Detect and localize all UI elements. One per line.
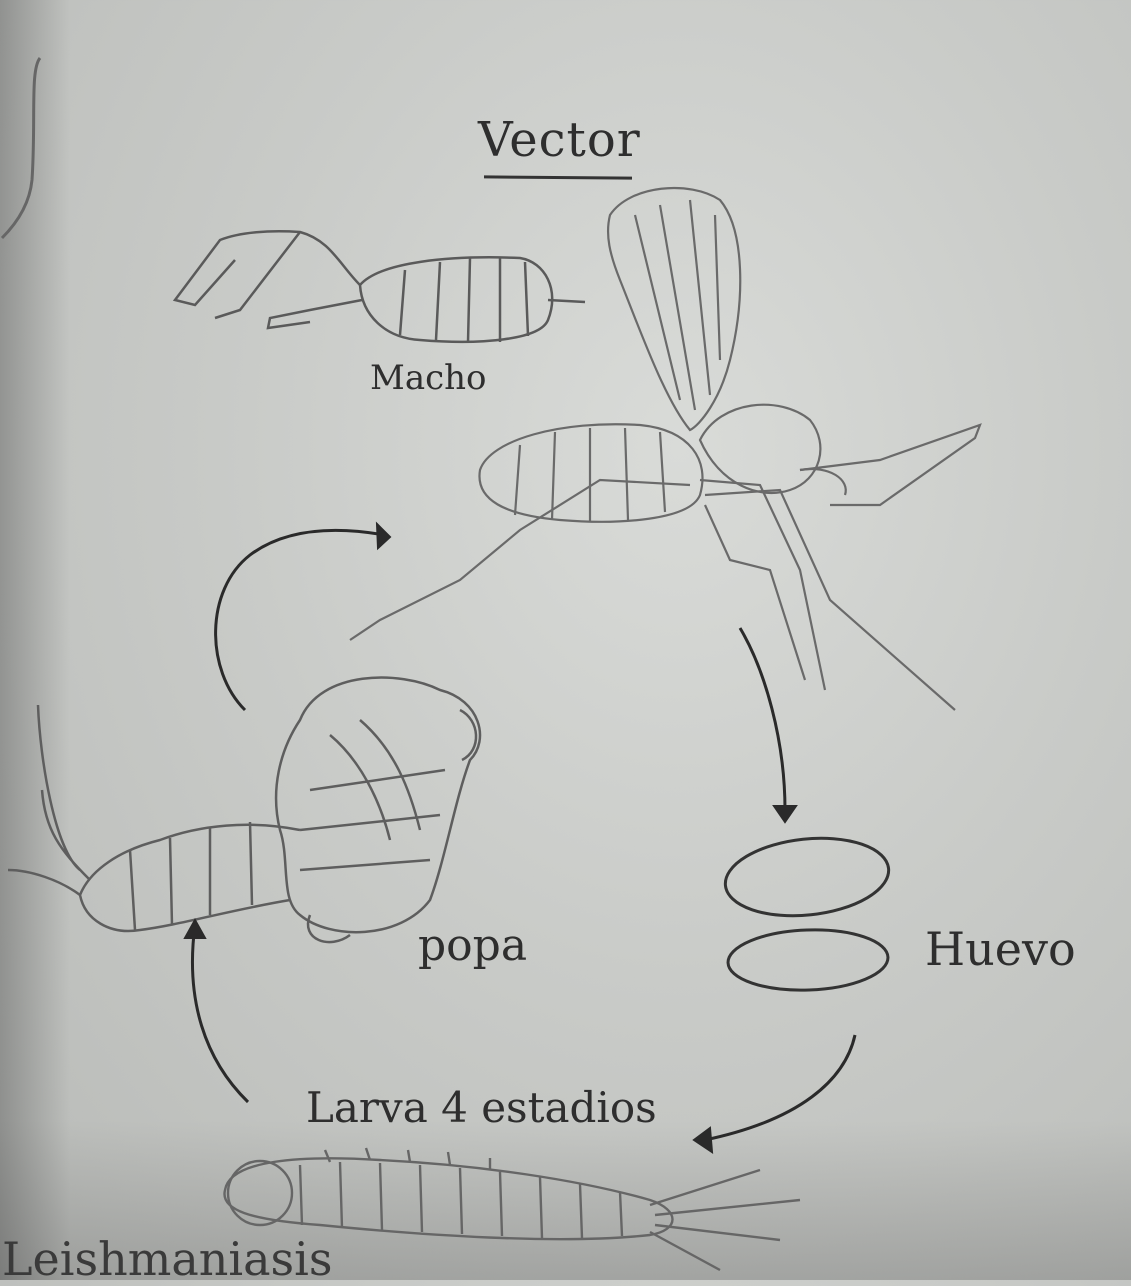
paper-shadow-left: [0, 0, 70, 1280]
cycle-arrows: [191, 528, 857, 1142]
egg-1: [723, 836, 891, 918]
label-male: Macho: [370, 358, 487, 398]
arrow-head-pupa: [183, 917, 207, 939]
egg-2: [726, 928, 890, 992]
arrow-head-egg: [772, 805, 798, 824]
arrow-adult-to-egg: [738, 627, 787, 811]
paper-shadow-bottom: [0, 1120, 1131, 1280]
label-larva: Larva 4 estadios: [306, 1083, 657, 1132]
egg-sketches: [723, 836, 891, 992]
larva-sketch: [223, 1147, 801, 1272]
label-pupa: popa: [418, 920, 528, 971]
arrow-egg-to-larva: [704, 1034, 857, 1142]
female-sandfly-sketch: [349, 186, 982, 711]
footer-text: Leishmaniasis: [2, 1232, 333, 1286]
arrow-head-adult: [375, 521, 392, 551]
arrow-larva-to-pupa: [191, 924, 250, 1104]
arrow-heads: [183, 521, 798, 1154]
male-sandfly-sketch: [172, 230, 586, 344]
label-egg: Huevo: [925, 922, 1076, 976]
diagram-title: Vector: [478, 112, 641, 168]
pupa-sketch: [7, 676, 482, 944]
arrow-head-larva: [692, 1126, 714, 1154]
margin-scribble: [0, 57, 42, 240]
arrow-pupa-to-adult: [214, 528, 386, 712]
